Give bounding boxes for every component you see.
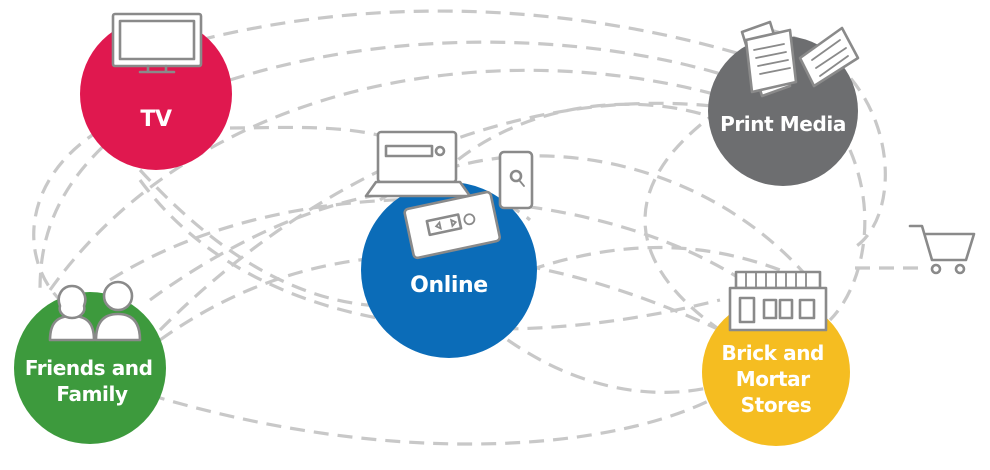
- path-friends-print: [48, 68, 736, 291]
- path-tv-print-mid: [229, 40, 741, 82]
- path-friends-brick-low: [149, 393, 721, 446]
- path-online-print: [438, 102, 721, 177]
- path-print-brick-left: [643, 108, 721, 332]
- television-icon: [111, 12, 203, 74]
- online-label: Online: [410, 273, 488, 298]
- path-friends-print-long: [158, 101, 791, 332]
- node-print-media: Print Media: [708, 20, 860, 186]
- path-tv-brick: [138, 179, 721, 331]
- path-tv-print-top: [199, 9, 761, 62]
- print-label: Print Media: [720, 112, 846, 136]
- brick-circle: [702, 298, 850, 446]
- tv-label: TV: [140, 107, 172, 132]
- path-print-brick-right: [828, 149, 867, 322]
- node-brick-mortar: Brick and Mortar Stores: [702, 270, 850, 446]
- devices-icon: [364, 130, 534, 260]
- storefront-icon: [728, 270, 828, 332]
- brick-label: Brick and Mortar Stores: [721, 341, 830, 417]
- path-friends-brick-upper: [109, 197, 771, 302]
- friends-label: Friends and Family: [25, 356, 159, 406]
- node-friends-family: Friends and Family: [14, 280, 166, 444]
- node-tv: TV: [80, 12, 232, 170]
- newspaper-icon: [740, 20, 860, 98]
- path-online-brick-low: [468, 308, 761, 394]
- path-online-brick: [529, 245, 781, 272]
- people-icon: [48, 280, 142, 342]
- shopping-cart-icon: [908, 224, 976, 275]
- node-online: Online: [361, 130, 537, 358]
- path-friends-brick-mid: [159, 254, 721, 342]
- path-tv-friends-left: [32, 128, 101, 302]
